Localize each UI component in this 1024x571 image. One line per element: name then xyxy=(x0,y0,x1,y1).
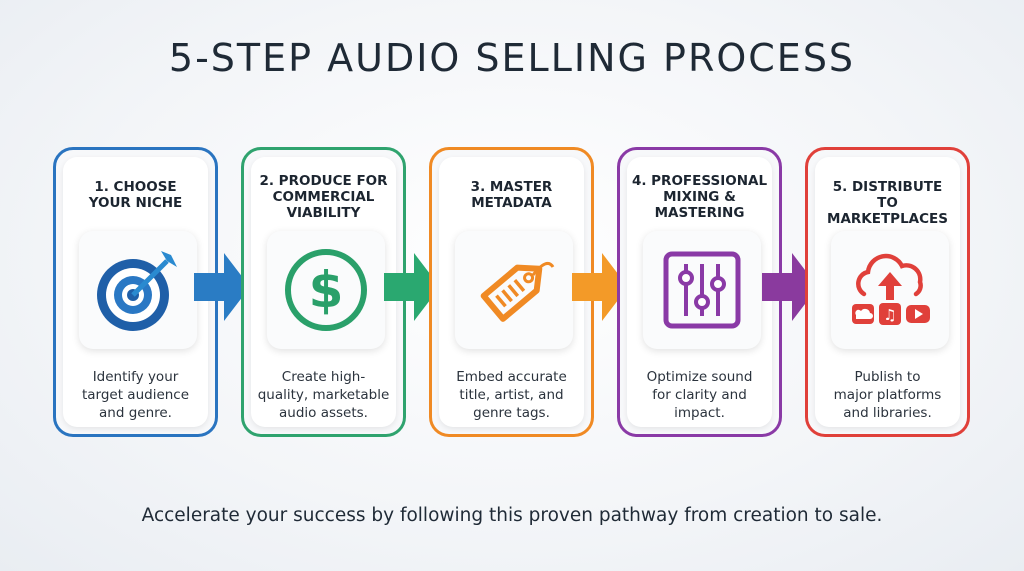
svg-text:♫: ♫ xyxy=(883,306,896,324)
step-5: 5. DISTRIBUTE TO MARKETPLACES ♫ Publish … xyxy=(805,147,970,437)
target-icon xyxy=(79,231,197,349)
dollar-icon: $ xyxy=(267,231,385,349)
step-2: 2. PRODUCE FOR COMMERCIAL VIABILITY $ Cr… xyxy=(241,147,406,437)
step-description: Embed accurate title, artist, and genre … xyxy=(456,369,567,421)
step-description: Optimize sound for clarity and impact. xyxy=(646,369,753,421)
svg-text:$: $ xyxy=(309,261,344,319)
step-heading: 3. MASTER METADATA xyxy=(470,179,553,211)
page-title: 5-STEP AUDIO SELLING PROCESS xyxy=(168,36,856,80)
step-description: Publish to major platforms and libraries… xyxy=(833,369,942,421)
step-description: Create high-quality, marketable audio as… xyxy=(257,369,390,421)
sliders-icon xyxy=(643,231,761,349)
arrow-icon xyxy=(384,253,440,321)
step-4: 4. PROFESSIONAL MIXING & MASTERING Optim… xyxy=(617,147,782,437)
step-heading: 1. CHOOSE YOUR NICHE xyxy=(88,179,183,211)
footer-tagline: Accelerate your success by following thi… xyxy=(141,505,883,526)
step-1: 1. CHOOSE YOUR NICHE Identify your targe… xyxy=(53,147,218,437)
tag-icon xyxy=(455,231,573,349)
music-note-icon xyxy=(879,303,901,325)
step-description: Identify your target audience and genre. xyxy=(81,369,190,421)
arrow-icon xyxy=(194,253,250,321)
arrow-icon xyxy=(762,253,818,321)
step-heading: 2. PRODUCE FOR COMMERCIAL VIABILITY xyxy=(259,173,388,221)
step-3: 3. MASTER METADATA Embed accurate title,… xyxy=(429,147,594,437)
cloud-upload-icon: ♫ xyxy=(831,231,949,349)
step-heading: 4. PROFESSIONAL MIXING & MASTERING xyxy=(631,173,768,221)
arrow-icon xyxy=(572,253,628,321)
step-heading: 5. DISTRIBUTE TO MARKETPLACES xyxy=(827,179,948,227)
